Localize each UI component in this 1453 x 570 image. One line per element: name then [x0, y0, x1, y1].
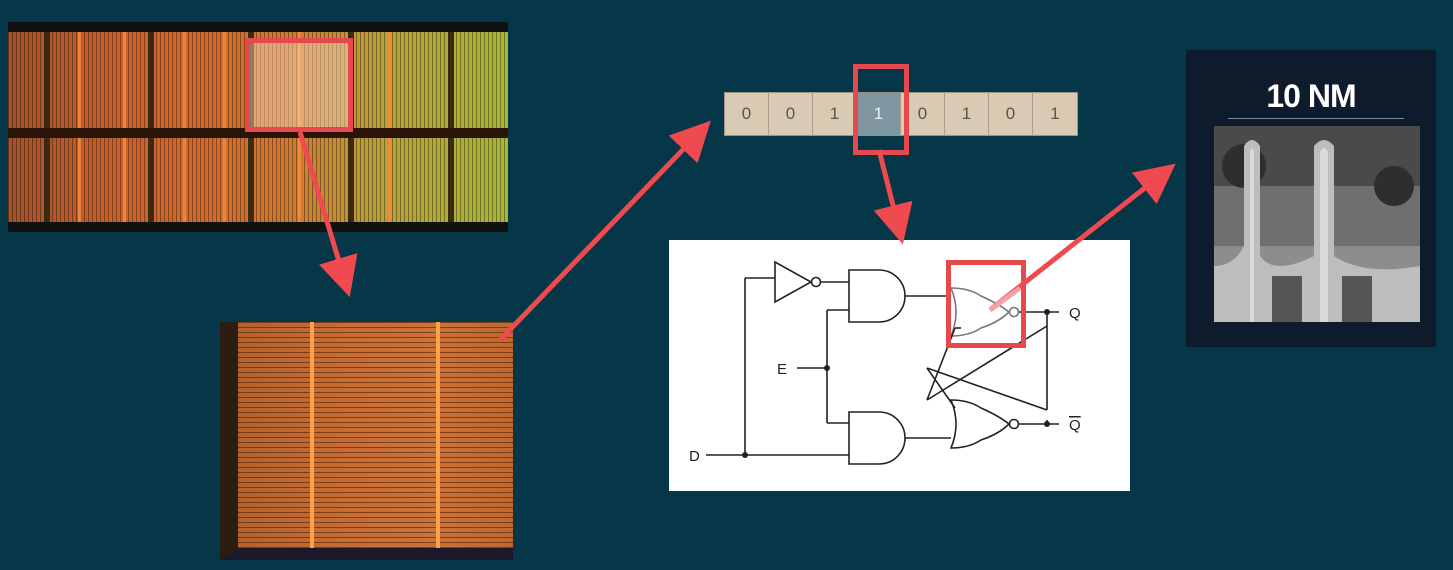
circuit-schematic: D E Q Q — [689, 260, 1081, 465]
bit-cell: 1 — [945, 93, 989, 135]
label-e: E — [777, 361, 787, 378]
memory-array-photo — [220, 322, 513, 560]
nor-gate-icon — [949, 399, 1020, 449]
die-photo — [8, 22, 508, 232]
gate-highlight-box — [946, 260, 1026, 348]
bit-cell: 1 — [1033, 93, 1077, 135]
die-highlight-box — [245, 38, 353, 132]
bit-cell: 0 — [989, 93, 1033, 135]
latch-circuit-diagram: D E Q Q — [669, 240, 1130, 491]
not-gate-icon — [774, 260, 822, 304]
title-divider — [1228, 118, 1404, 119]
bit-cell-selected: 1 — [857, 93, 901, 135]
bit-highlight-box — [853, 64, 909, 155]
and-gate-icon — [848, 269, 906, 323]
fin-cross-section — [1214, 126, 1420, 322]
transistor-panel: 10 NM — [1186, 50, 1436, 347]
arrow-array-to-bits — [498, 120, 711, 342]
tem-micrograph — [1214, 126, 1420, 322]
label-q-bar: Q — [1069, 417, 1081, 434]
bit-cell: 1 — [813, 93, 857, 135]
label-q: Q — [1069, 305, 1081, 322]
arrow-bit-to-circuit — [873, 149, 913, 245]
bit-cell: 0 — [769, 93, 813, 135]
bit-cell: 0 — [725, 93, 769, 135]
label-d: D — [689, 448, 700, 465]
transistor-size-title: 10 NM — [1266, 78, 1356, 114]
and-gate-icon — [848, 411, 906, 465]
